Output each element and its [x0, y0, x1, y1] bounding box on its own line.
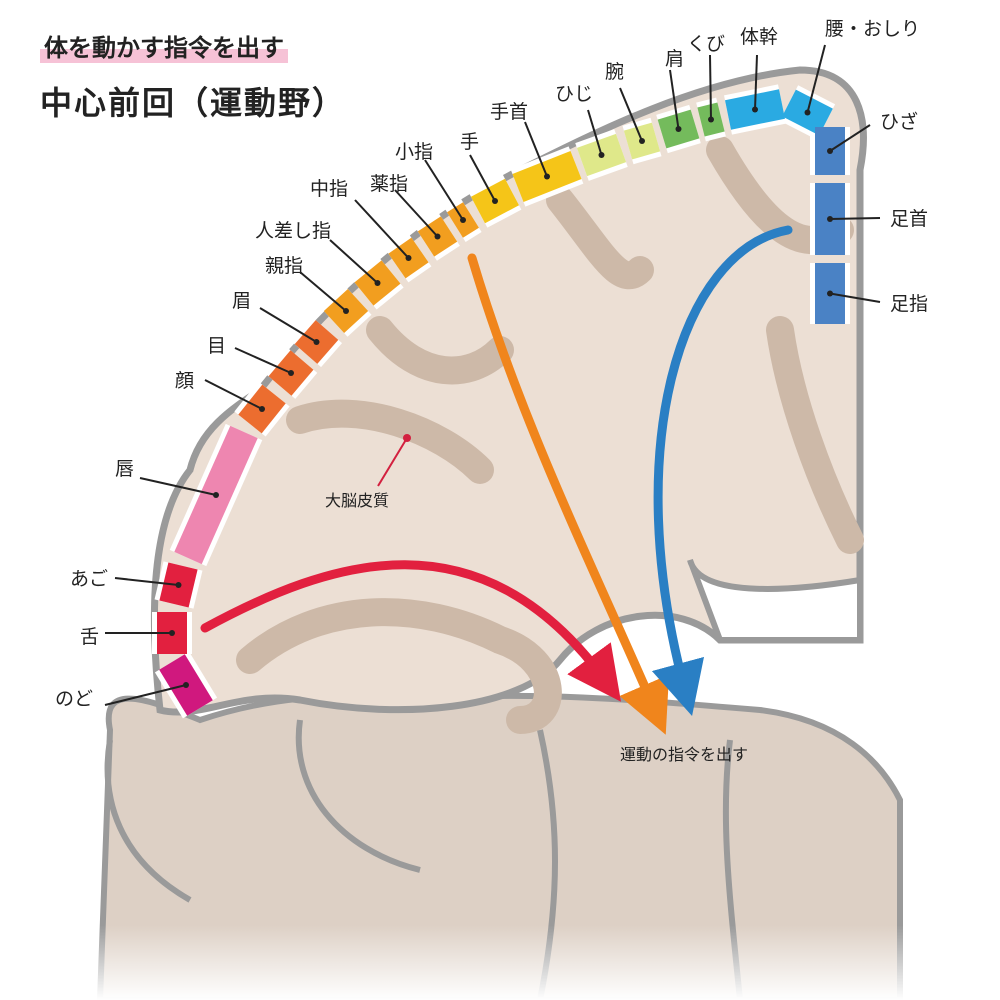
arrow-red: [200, 560, 622, 702]
arrow-orange: [467, 253, 670, 735]
label-shoulder: 肩: [665, 48, 684, 70]
leader-line: [469, 154, 496, 202]
label-middle: 中指: [310, 178, 348, 200]
leader-line: [204, 379, 263, 410]
leader-line: [114, 577, 179, 586]
body-part-labels: のど 舌 あご 唇 顔目 眉親指 人差し指 中指薬指 小指 手手首 ひじ腕 肩くび体幹 腰・おしりひざ足…: [55, 18, 928, 710]
leader-line: [829, 217, 881, 220]
cortex-leader: [377, 437, 408, 487]
label-index: 人差し指: [255, 220, 331, 242]
leader-line: [299, 271, 347, 312]
leader-line: [754, 54, 758, 110]
leader-line: [259, 307, 318, 343]
leader-line: [587, 109, 603, 156]
label-hand: 手: [460, 131, 479, 153]
leader-line: [329, 239, 379, 284]
command-label: 運動の指令を出す: [620, 745, 748, 764]
label-hips: 腰・おしり: [825, 18, 920, 40]
leader-line: [669, 69, 680, 130]
label-ring: 薬指: [370, 173, 408, 195]
subtitle: 体を動かす指令を出す: [40, 28, 288, 63]
leader-line: [394, 189, 439, 238]
label-ankle: 足首: [890, 208, 928, 230]
label-face: 顔: [175, 370, 194, 392]
label-throat: のど: [55, 688, 93, 710]
leader-line: [424, 159, 464, 221]
label-lips: 唇: [115, 458, 134, 480]
leader-line: [234, 347, 292, 374]
fade-overlay: [0, 700, 1000, 1000]
label-toes: 足指: [890, 293, 928, 315]
label-tongue: 舌: [80, 626, 99, 648]
leader-line: [139, 477, 217, 496]
cortex-label: 大脳皮質: [325, 491, 389, 510]
ventricle: [687, 558, 863, 643]
label-trunk: 体幹: [740, 26, 778, 48]
leader-line: [806, 44, 826, 113]
leader-line: [524, 121, 548, 177]
label-neck: くび: [687, 33, 725, 55]
label-brow: 眉: [232, 290, 251, 312]
leader-line: [104, 684, 187, 706]
leader-line: [354, 199, 410, 259]
arrow-blue: [651, 225, 793, 717]
label-eye: 目: [207, 335, 226, 357]
label-little: 小指: [395, 141, 433, 163]
label-arm: 腕: [605, 61, 624, 83]
label-thumb: 親指: [265, 255, 303, 277]
page-title: 中心前回（運動野）: [40, 84, 347, 122]
leader-line: [709, 54, 712, 120]
leader-line: [829, 124, 871, 152]
label-wrist: 手首: [490, 101, 528, 123]
leader-line: [829, 292, 881, 303]
label-jaw: あご: [70, 568, 108, 590]
label-elbow: ひじ: [555, 83, 593, 105]
label-knee: ひざ: [880, 110, 918, 133]
leader-line: [619, 87, 643, 142]
